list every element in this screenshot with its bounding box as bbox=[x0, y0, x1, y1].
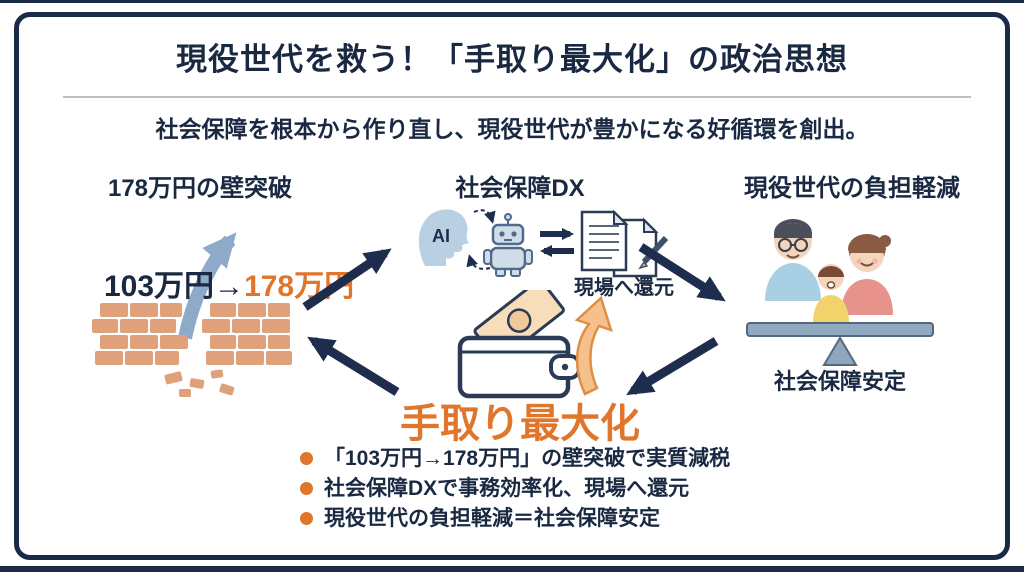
brick-wall-icon bbox=[92, 303, 292, 397]
page-title: 現役世代を救う！「手取り最大化」の政治思想 bbox=[176, 42, 848, 77]
bullet-text: 「103万円→178万円」の壁突破で実質減税 bbox=[324, 447, 731, 470]
wall-amount-before: 103万円→ bbox=[104, 270, 244, 303]
list-item: 社会保障DXで事務効率化、現場へ還元 bbox=[300, 475, 780, 505]
bullet-text: 現役世代の負担軽減＝社会保障安定 bbox=[324, 507, 660, 530]
dashed-arrow-to-head-icon bbox=[466, 254, 491, 270]
child-icon bbox=[813, 264, 849, 323]
page-subtitle: 社会保障を根本から作り直し、現役世代が豊かになる好循環を創出。 bbox=[155, 116, 869, 142]
summary-bullet-list: 「103万円→178万円」の壁突破で実質減税 社会保障DXで事務効率化、現場へ還… bbox=[300, 445, 780, 535]
heading-burden-reduction: 現役世代の負担軽減 bbox=[744, 175, 960, 202]
bullet-dot-icon bbox=[300, 482, 313, 495]
ai-label: AI bbox=[432, 226, 450, 246]
wall-amount-after: 178万円 bbox=[244, 270, 354, 303]
heading-wall-breakthrough: 178万円の壁突破 bbox=[107, 175, 293, 202]
rising-arrow-icon bbox=[574, 295, 613, 396]
wallet-icon bbox=[457, 335, 581, 399]
title-divider bbox=[63, 96, 971, 98]
bullet-dot-icon bbox=[300, 512, 313, 525]
robot-icon bbox=[483, 213, 533, 277]
wallet-illustration bbox=[457, 290, 613, 399]
father-icon bbox=[765, 219, 821, 301]
list-item: 「103万円→178万円」の壁突破で実質減税 bbox=[300, 445, 780, 475]
ai-head-icon: AI bbox=[418, 209, 469, 266]
list-item: 現役世代の負担軽減＝社会保障安定 bbox=[300, 505, 780, 535]
wall-amount-label: 103万円→178万円 bbox=[104, 270, 354, 303]
cycle-arrow-family-to-goal-icon bbox=[626, 337, 719, 396]
mother-icon bbox=[841, 234, 893, 315]
brick-wall-illustration: 103万円→178万円 bbox=[92, 232, 354, 397]
goal-label: 手取り最大化 bbox=[400, 402, 640, 446]
bullet-text: 社会保障DXで事務効率化、現場へ還元 bbox=[324, 477, 690, 500]
growth-arrow-icon bbox=[178, 232, 237, 340]
family-illustration: 社会保障安定 bbox=[746, 219, 934, 394]
dashed-arrow-to-robot-icon bbox=[473, 209, 496, 224]
bottom-border-strip bbox=[0, 566, 1024, 572]
slide-card: 現役世代を救う！「手取り最大化」の政治思想 社会保障を根本から作り直し、現役世代… bbox=[14, 12, 1010, 560]
balance-icon bbox=[746, 322, 934, 366]
heading-social-security-dx: 社会保障DX bbox=[455, 175, 585, 202]
family-caption: 社会保障安定 bbox=[774, 369, 906, 394]
top-border-strip bbox=[0, 0, 1024, 3]
bullet-dot-icon bbox=[300, 452, 313, 465]
